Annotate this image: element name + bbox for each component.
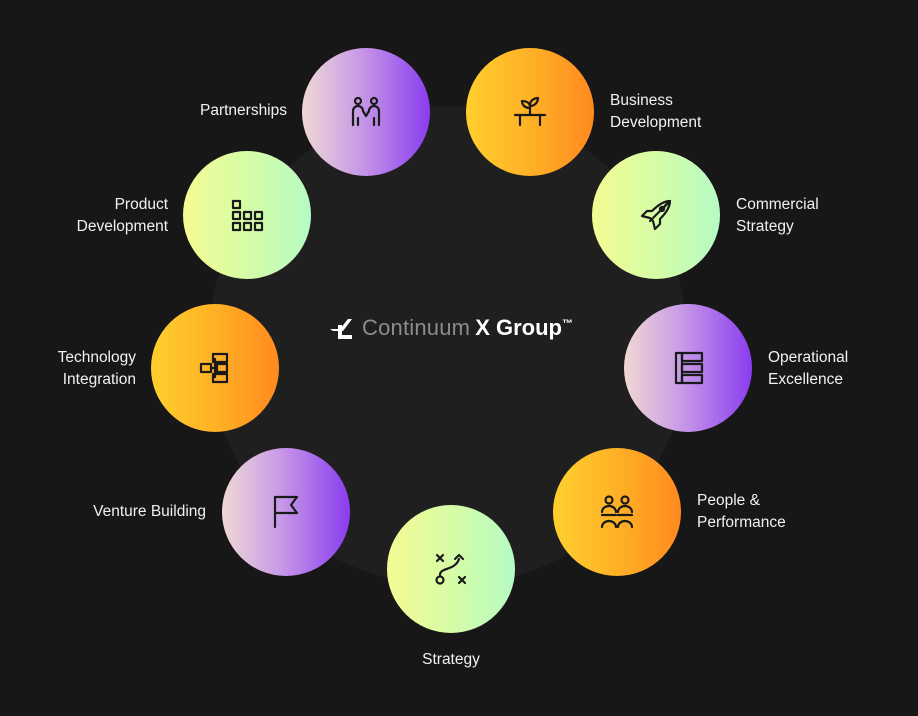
node-business-development [466,48,594,176]
label-operational-excellence: Operational Excellence [768,347,848,391]
label-line: Operational [768,349,849,366]
brand-name-bold: X Group™ [475,315,573,341]
brand-name-bold-text: X Group [475,315,562,340]
tactics-icon [435,553,467,585]
label-line: Business [610,92,673,109]
node-product-development [183,151,311,279]
flag-icon [273,495,299,529]
label-line: Strategy [422,651,480,668]
node-strategy [387,505,515,633]
node-operational-excellence [624,304,752,432]
label-line: Excellence [768,371,843,388]
label-line: People & [697,492,760,509]
label-line: Performance [697,514,786,531]
trademark-symbol: ™ [561,318,573,330]
brand-name-light: Continuum [362,315,471,340]
node-people-performance [553,448,681,576]
label-line: Development [610,114,702,131]
label-business-development: Business Development [610,90,701,134]
brand-title: Continuum X Group™ [326,312,573,344]
label-line: Integration [62,371,136,388]
continuum-mark-icon [330,319,352,339]
seedling-icon [513,96,547,127]
list-tree-icon [674,351,704,385]
label-line: Commercial [736,196,819,213]
label-technology-integration: Technology Integration [58,347,136,391]
hierarchy-icon [199,352,229,384]
label-line: Development [76,218,168,235]
label-product-development: Product Development [77,194,168,238]
label-strategy: Strategy [422,649,480,671]
node-venture-building [222,448,350,576]
label-partnerships: Partnerships [200,100,287,122]
label-line: Venture Building [93,503,206,520]
handshake-people-icon [351,96,381,127]
label-line: Partnerships [199,102,287,119]
node-technology-integration [151,304,279,432]
label-commercial-strategy: Commercial Strategy [736,194,819,238]
team-icon [600,495,634,529]
label-line: Product [114,196,168,213]
label-people-performance: People & Performance [697,490,786,534]
node-commercial-strategy [592,151,720,279]
label-venture-building: Venture Building [93,501,206,523]
blocks-grid-icon [231,199,264,232]
label-line: Strategy [736,218,794,235]
rocket-icon [640,199,672,231]
label-line: Technology [57,349,136,366]
node-partnerships [302,48,430,176]
